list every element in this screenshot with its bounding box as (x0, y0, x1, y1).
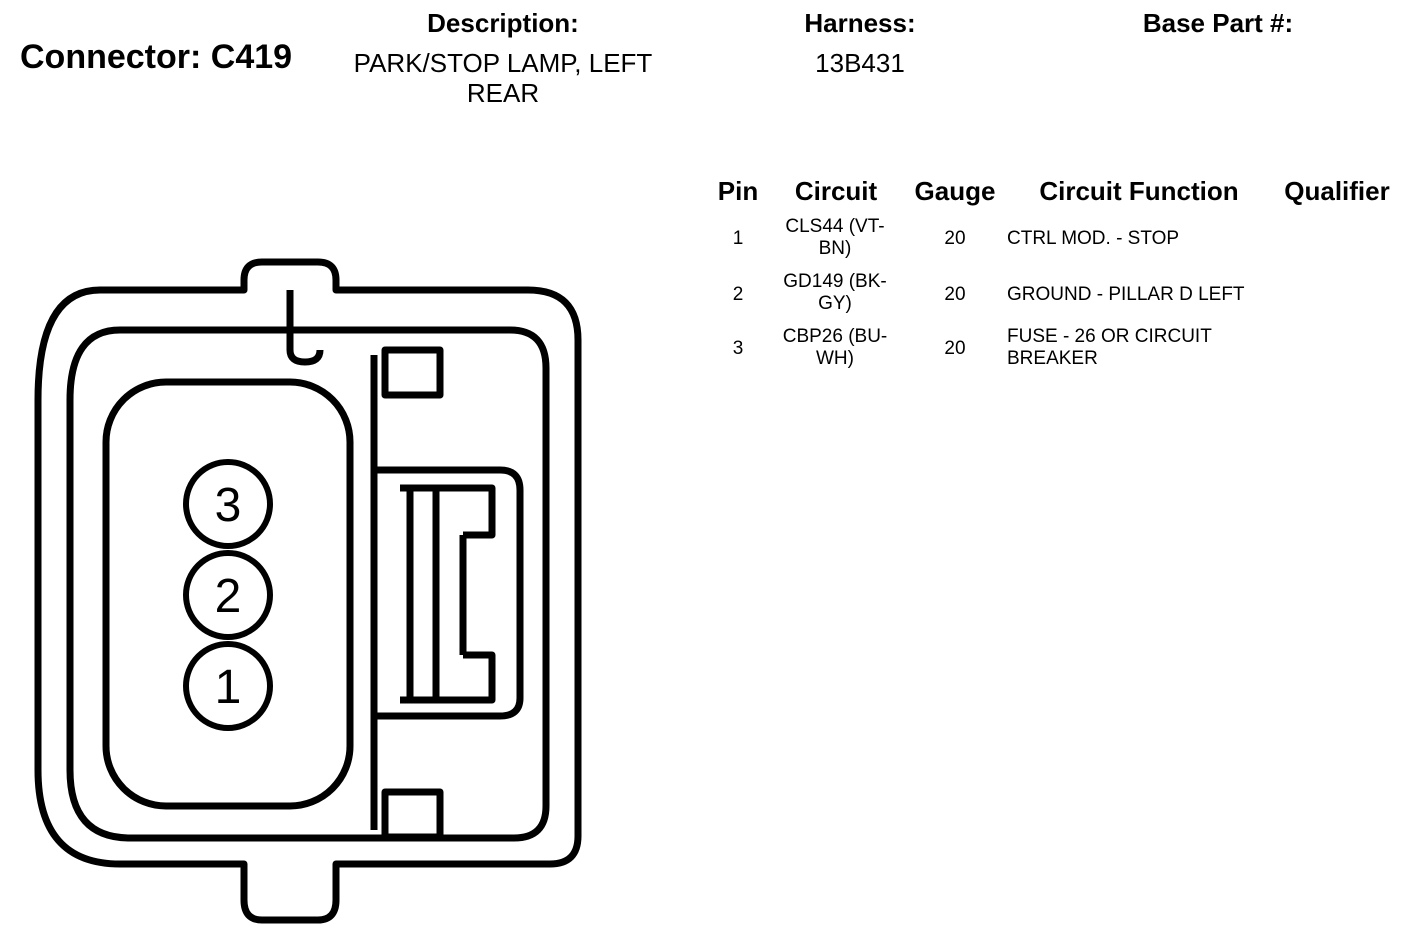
pin-number-label: 3 (215, 479, 242, 532)
column-header-gauge: Gauge (914, 176, 996, 206)
key-notch (286, 290, 324, 366)
gauge-cell: 20 (944, 338, 966, 359)
function-cell: GROUND - PILLAR D LEFT (1007, 284, 1245, 305)
connector-seal-ring (66, 326, 550, 842)
column-header-pin: Pin (717, 176, 759, 206)
description-label: Description: (427, 8, 579, 38)
upper-guide-block (381, 346, 444, 399)
circuit-cell: CBP26 (BU-WH) (782, 326, 888, 369)
connector-outer-housing (34, 258, 582, 924)
lower-guide-block (381, 788, 444, 841)
pin-circle (183, 550, 273, 640)
pin-cell: 2 (732, 284, 744, 305)
pin-circle (183, 459, 273, 549)
base-part-label: Base Part #: (1142, 8, 1294, 38)
connector-face-diagram: 3 2 1 (34, 258, 582, 924)
column-header-circuit: Circuit (794, 176, 878, 206)
column-header-qualifier: Qualifier (1284, 176, 1390, 206)
pin-cavity (102, 378, 354, 810)
pin-cell: 1 (732, 228, 744, 249)
gauge-cell: 20 (944, 228, 966, 249)
function-cell: CTRL MOD. - STOP (1007, 228, 1180, 249)
column-header-circuit-function: Circuit Function (1039, 176, 1239, 206)
pin-number-label: 1 (215, 661, 242, 714)
gauge-cell: 20 (944, 284, 966, 305)
pin-circle (183, 641, 273, 731)
circuit-cell: CLS44 (VT-BN) (785, 216, 885, 259)
latch (374, 466, 524, 720)
harness-value: 13B431 (815, 48, 905, 78)
pin-cell: 3 (732, 338, 744, 359)
pin-number-label: 2 (215, 570, 242, 623)
connector-title: Connector: C419 (20, 38, 293, 76)
circuit-cell: GD149 (BK-GY) (783, 271, 887, 314)
function-cell: FUSE - 26 OR CIRCUIT BREAKER (1007, 326, 1212, 369)
description-value: PARK/STOP LAMP, LEFT REAR (353, 48, 653, 108)
harness-label: Harness: (804, 8, 916, 38)
